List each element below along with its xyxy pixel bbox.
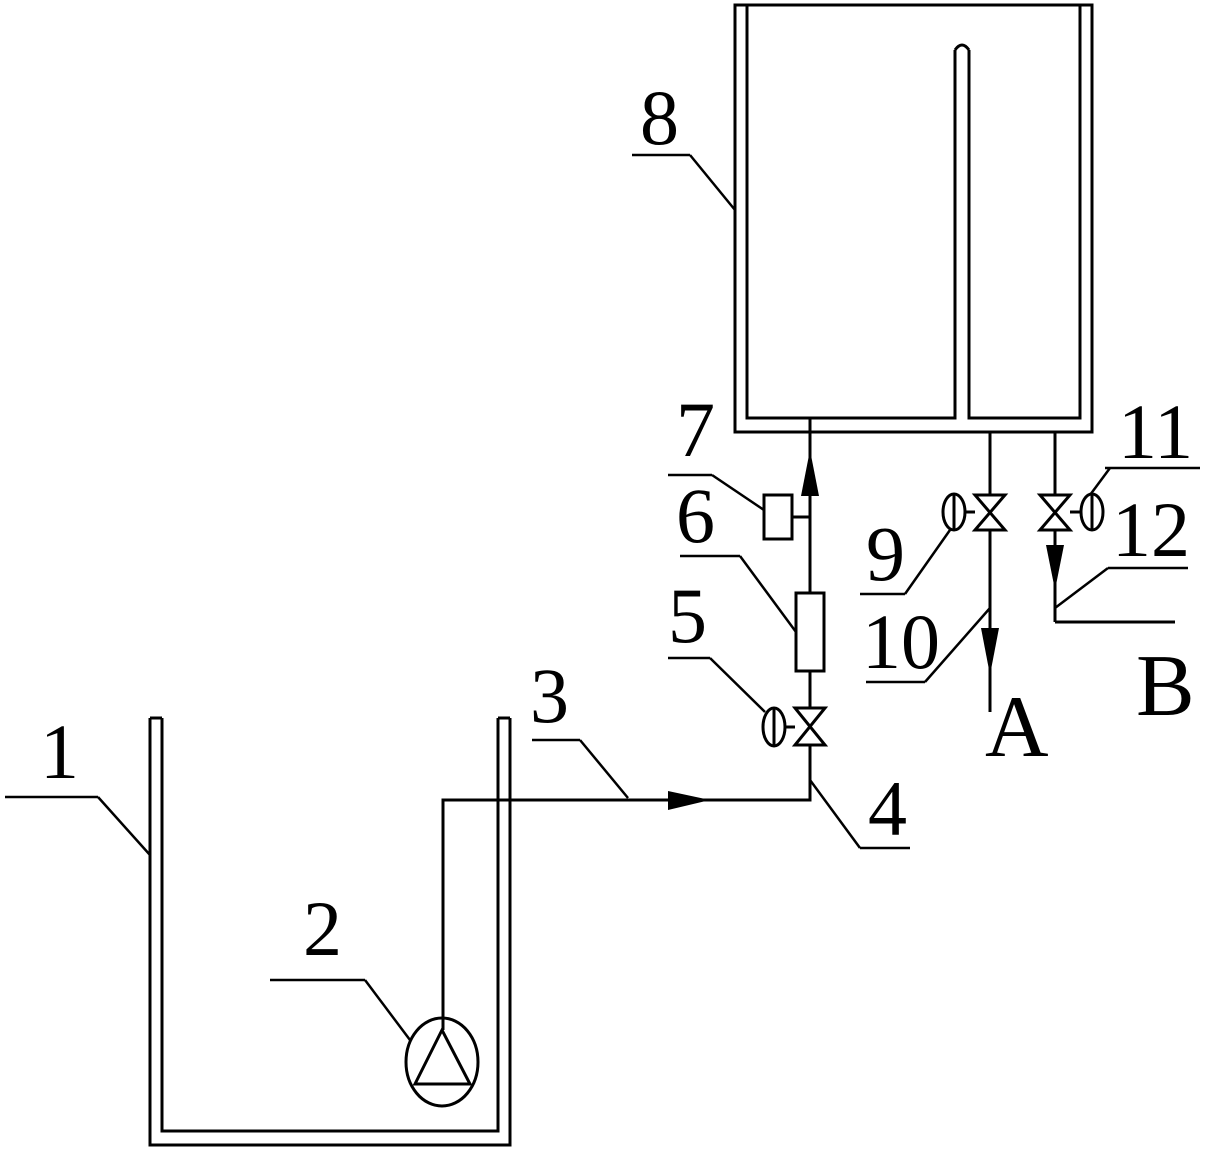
label-6: 6 [676, 472, 715, 559]
outlet-label-a: A [985, 679, 1049, 776]
tank-1 [148, 716, 512, 1147]
pipe-3 [441, 745, 812, 1030]
outlet-line-a [941, 432, 1009, 712]
label-3: 3 [530, 652, 569, 739]
leader-lines [5, 153, 1200, 1041]
flow-arrow-down-a [981, 628, 999, 675]
label-1: 1 [40, 708, 79, 795]
flow-meter-6 [794, 591, 826, 673]
valve-5 [761, 706, 829, 748]
sensor-7 [762, 493, 794, 541]
label-2: 2 [303, 885, 342, 972]
label-9: 9 [866, 510, 905, 597]
label-7: 7 [676, 386, 715, 473]
flow-arrow-up [801, 450, 819, 496]
vessel-8 [733, 3, 1094, 434]
label-12: 12 [1112, 486, 1190, 573]
pump-2 [404, 1016, 480, 1108]
label-11: 11 [1118, 388, 1193, 475]
riser-pipe [762, 418, 826, 708]
flow-arrow-right [668, 791, 710, 810]
flow-arrow-down-b [1046, 545, 1064, 590]
label-5: 5 [668, 572, 707, 659]
outlet-label-b: B [1136, 638, 1195, 735]
label-10: 10 [862, 598, 940, 685]
label-4: 4 [868, 765, 907, 852]
label-8: 8 [640, 74, 679, 161]
